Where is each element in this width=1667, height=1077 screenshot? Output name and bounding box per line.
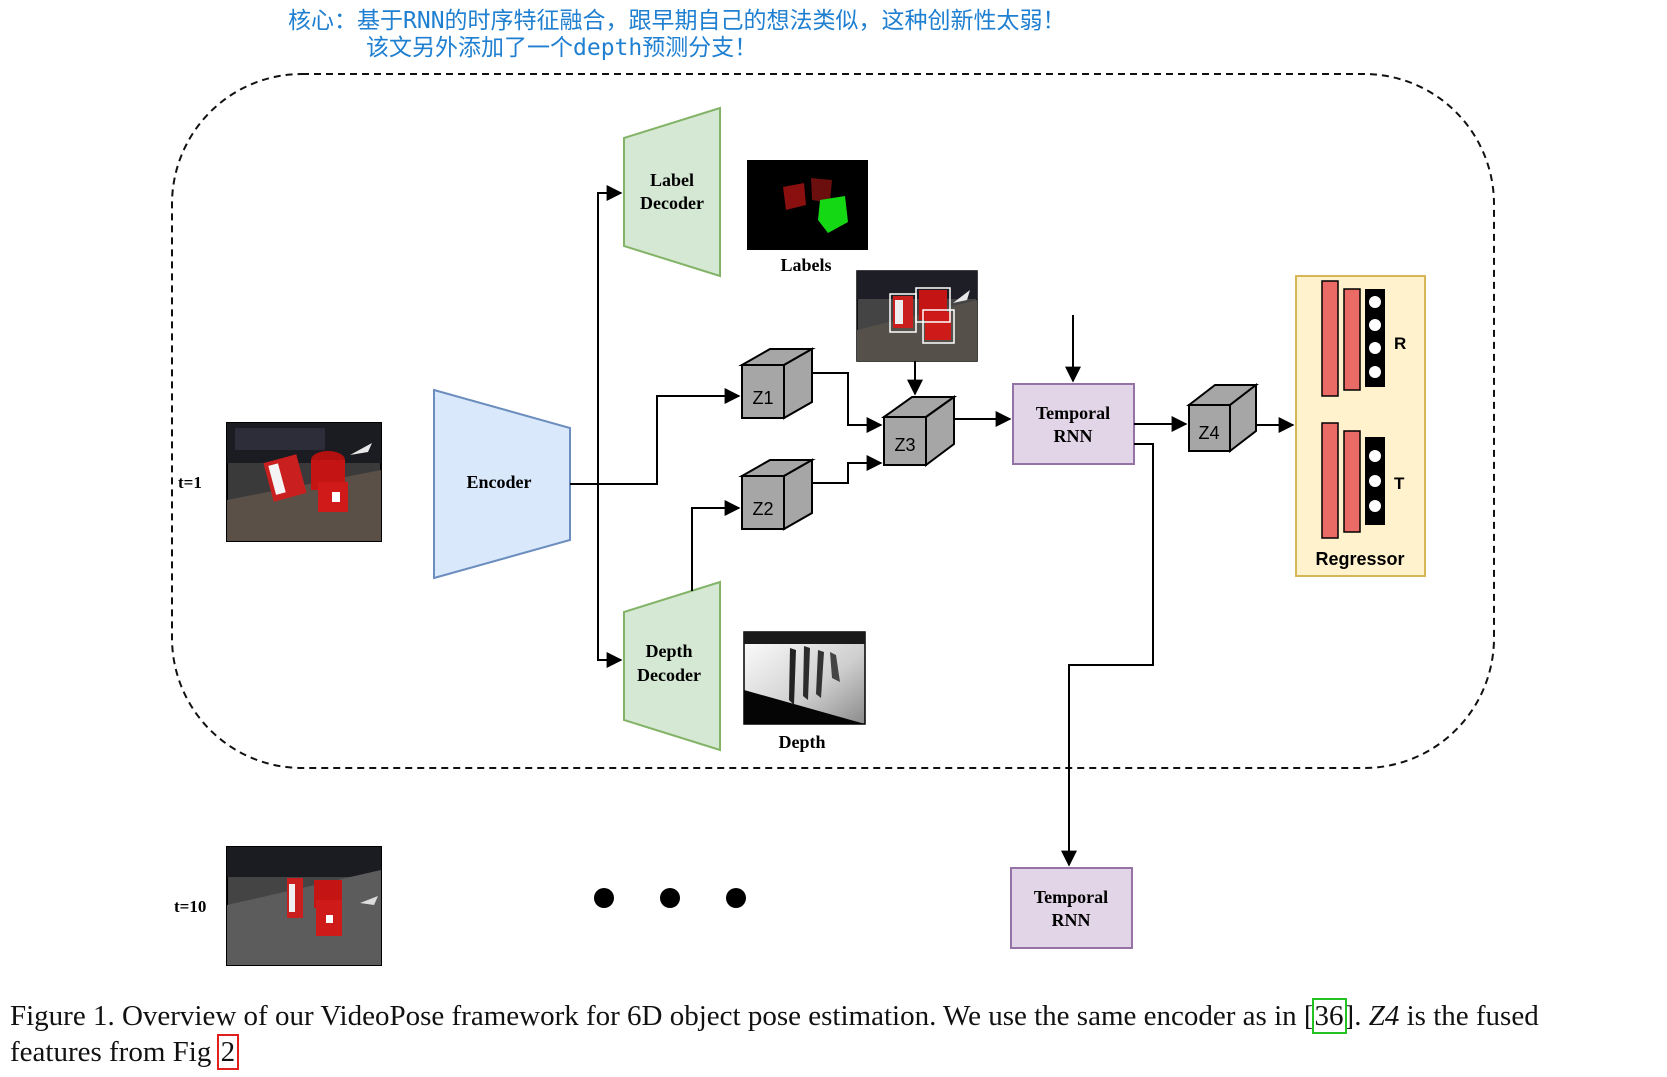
cube-z1 bbox=[738, 347, 816, 420]
ellipsis-dot bbox=[594, 888, 614, 908]
videopose-diagram: t=1 t=10 Encoder Label Decoder Depth Dec… bbox=[171, 73, 1495, 966]
depth-caption: Depth bbox=[778, 732, 825, 752]
label-decoder-line2: Decoder bbox=[640, 193, 704, 213]
citation-36-link[interactable]: 36 bbox=[1311, 998, 1347, 1034]
temporal-rnn-line1: Temporal bbox=[1036, 403, 1110, 423]
ellipsis-dot bbox=[726, 888, 746, 908]
label-decoder-block bbox=[623, 106, 721, 278]
frame-t1-label: t=1 bbox=[178, 473, 202, 492]
depth-image bbox=[743, 631, 866, 725]
caption-line2-text: features from Fig bbox=[10, 1036, 219, 1068]
caption-line-1: Figure 1. Overview of our VideoPose fram… bbox=[10, 998, 1660, 1034]
annotation-line-1: 核心：基于RNN的时序特征融合，跟早期自己的想法类似，这种创新性太弱！ bbox=[288, 8, 1066, 34]
caption-math-z4: Z4 bbox=[1368, 1000, 1400, 1032]
annotation-line-2: 该文另外添加了一个depth预测分支！ bbox=[366, 35, 758, 61]
temporal-rnn-line2: RNN bbox=[1054, 426, 1093, 446]
neuron-node bbox=[1369, 450, 1381, 462]
ellipsis-dot bbox=[660, 888, 680, 908]
detection-image bbox=[856, 270, 978, 362]
cube-z1-label: Z1 bbox=[752, 388, 773, 408]
regressor-t-bar-2 bbox=[1343, 430, 1361, 533]
caption-text: Figure 1. Overview of our VideoPose fram… bbox=[10, 998, 1539, 1034]
caption-suffix: is the fused bbox=[1399, 1000, 1539, 1032]
neuron-node bbox=[1369, 319, 1381, 331]
encoder-block bbox=[433, 388, 571, 580]
depth-decoder-block bbox=[623, 580, 721, 752]
labels-image bbox=[747, 160, 868, 250]
cube-z2 bbox=[738, 458, 816, 531]
figure-caption: Figure 1. Overview of our VideoPose fram… bbox=[10, 998, 1660, 1070]
regressor-r-label: R bbox=[1394, 334, 1406, 353]
dashed-container bbox=[171, 73, 1495, 769]
cite-36-open: [ bbox=[1303, 1000, 1314, 1032]
label-decoder-line1: Label bbox=[650, 170, 694, 190]
regressor-r-bar-1 bbox=[1321, 280, 1339, 397]
frame-t1-image bbox=[226, 422, 382, 542]
frame-t10-image bbox=[226, 846, 382, 966]
neuron-node bbox=[1369, 366, 1381, 378]
regressor-title: Regressor bbox=[1315, 549, 1404, 569]
regressor-r-bar-2 bbox=[1343, 288, 1361, 391]
temporal-rnn-block bbox=[1012, 383, 1135, 465]
temporal-rnn-t10-line1: Temporal bbox=[1034, 887, 1108, 907]
regressor-r-neurons bbox=[1365, 289, 1385, 387]
temporal-rnn-block-t10 bbox=[1010, 867, 1133, 949]
figure-2-link[interactable]: 2 bbox=[216, 1034, 240, 1070]
cube-z4-label: Z4 bbox=[1198, 423, 1219, 443]
neuron-node bbox=[1369, 342, 1381, 354]
depth-decoder-line2: Decoder bbox=[637, 665, 701, 685]
cube-z3 bbox=[880, 395, 958, 467]
regressor-t-bar-1 bbox=[1321, 422, 1339, 539]
labels-caption: Labels bbox=[780, 255, 831, 275]
neuron-node bbox=[1369, 296, 1381, 308]
cube-z3-label: Z3 bbox=[894, 435, 915, 455]
regressor-t-label: T bbox=[1394, 474, 1405, 493]
neuron-node bbox=[1369, 475, 1381, 487]
encoder-label: Encoder bbox=[467, 472, 532, 492]
neuron-node bbox=[1369, 500, 1381, 512]
cite-36-close: ]. bbox=[1344, 1000, 1362, 1032]
depth-decoder-line1: Depth bbox=[645, 641, 692, 661]
caption-prefix: Figure 1. Overview of our VideoPose fram… bbox=[10, 1000, 1304, 1032]
frame-t10-label: t=10 bbox=[174, 897, 206, 916]
connections bbox=[570, 185, 1295, 867]
cube-z2-label: Z2 bbox=[752, 499, 773, 519]
cube-z4 bbox=[1186, 382, 1259, 454]
caption-line-2: features from Fig 2 bbox=[10, 1034, 1660, 1070]
temporal-rnn-t10-line2: RNN bbox=[1052, 910, 1091, 930]
